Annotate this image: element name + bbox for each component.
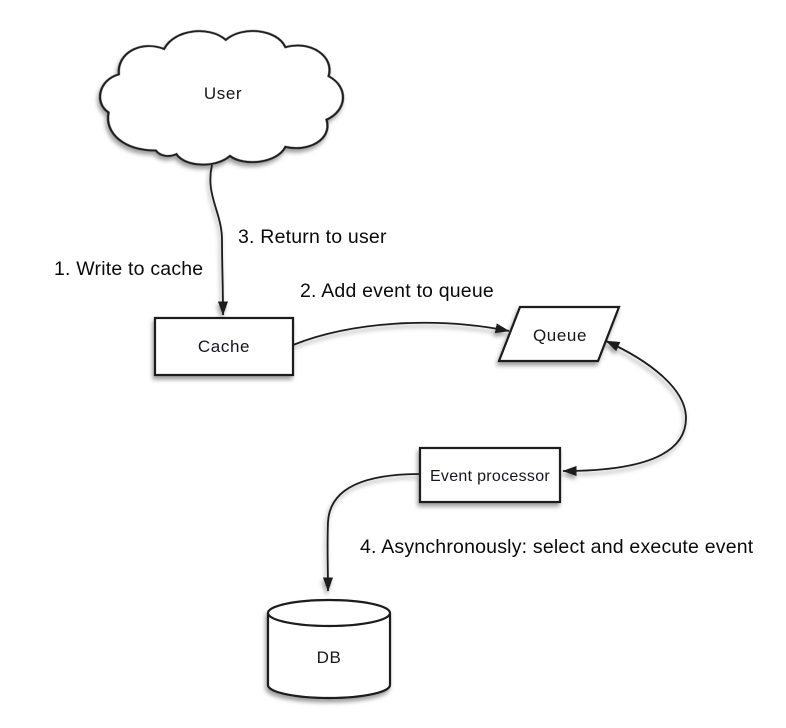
node-cache-box <box>153 316 295 377</box>
edge-user-to-cache <box>209 164 228 316</box>
node-event-processor-box <box>418 446 562 504</box>
node-user-cloud <box>98 30 345 166</box>
step4-label: 4. Asynchronously: select and execute ev… <box>360 536 754 558</box>
edge-event-processor-to-db <box>322 473 421 592</box>
db-label: DB <box>317 648 342 667</box>
edge-queue-event-processor <box>562 340 687 476</box>
cache-label: Cache <box>198 337 250 356</box>
step2-label: 2. Add event to queue <box>300 280 494 302</box>
event-processor-label: Event processor <box>430 468 550 485</box>
cylinder-body <box>266 613 392 700</box>
step1-label: 1. Write to cache <box>54 258 203 280</box>
edge-cache-to-queue <box>292 321 510 346</box>
cloud-shape <box>98 30 345 166</box>
cylinder-top <box>266 598 392 628</box>
node-queue-parallelogram <box>497 305 621 363</box>
queue-label: Queue <box>533 326 587 345</box>
node-db-cylinder <box>266 598 392 700</box>
step3-label: 3. Return to user <box>238 226 387 248</box>
user-label: User <box>204 84 242 103</box>
